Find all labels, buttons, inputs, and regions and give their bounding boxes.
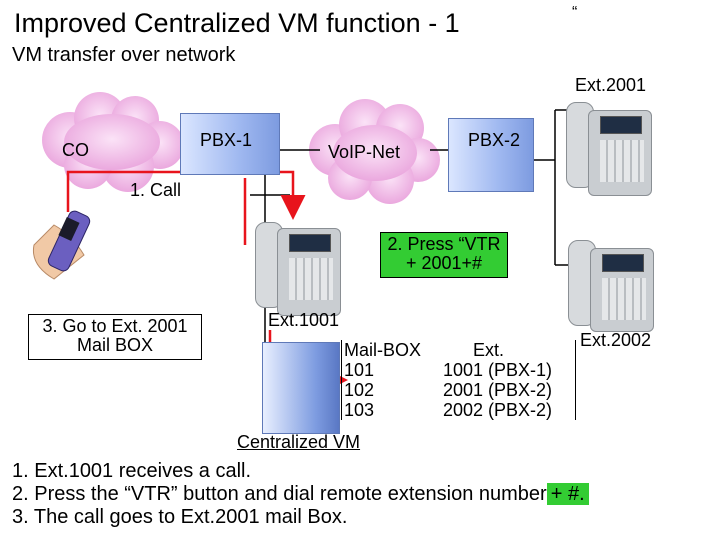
ext-cell: 2001 (PBX-2) xyxy=(443,380,553,400)
voip-cloud-icon xyxy=(309,99,440,204)
note-line-2-highlight: + #. xyxy=(546,483,589,505)
page-title: Improved Centralized VM function - 1 xyxy=(14,8,460,38)
mailbox-header: Mail-BOX xyxy=(344,340,422,360)
ext1001-label: Ext.1001 xyxy=(268,310,340,330)
ext2002-label: Ext.2002 xyxy=(580,330,652,350)
ext-cell: 1001 (PBX-1) xyxy=(443,360,553,380)
step3-line2: Mail BOX xyxy=(76,335,154,355)
mailbox-cell: 103 xyxy=(344,400,375,420)
mailbox-table xyxy=(341,340,576,420)
ext-header: Ext. xyxy=(473,340,505,360)
note-line-1: 1. Ext.1001 receives a call. xyxy=(12,460,252,482)
step2-box: 2. Press “VTR + 2001+# xyxy=(380,232,508,278)
step3-box: 3. Go to Ext. 2001 Mail BOX xyxy=(28,314,202,360)
step3-line1: 3. Go to Ext. 2001 xyxy=(42,316,188,336)
vm-server-icon xyxy=(262,342,340,434)
centralized-vm-label: Centralized VM xyxy=(237,432,361,452)
pbx1-label: PBX-1 xyxy=(200,130,253,150)
step2-line1: 2. Press “VTR xyxy=(387,234,501,254)
mailbox-cell: 102 xyxy=(344,380,375,400)
note-line-2-text: 2. Press the “VTR” button and dial remot… xyxy=(12,483,547,505)
quote-mark: “ xyxy=(572,4,578,21)
pbx2-label: PBX-2 xyxy=(468,130,521,150)
mobile-phone-icon xyxy=(32,210,91,280)
co-cloud-icon xyxy=(42,92,184,192)
notes: 1. Ext.1001 receives a call. 2. Press th… xyxy=(12,460,589,529)
co-label: CO xyxy=(62,140,89,160)
ext-column: Ext. 1001 (PBX-1) 2001 (PBX-2) 2002 (PBX… xyxy=(443,340,552,420)
note-line-2: 2. Press the “VTR” button and dial remot… xyxy=(12,483,589,506)
note-line-3: 3. The call goes to Ext.2001 mail Box. xyxy=(12,506,348,528)
ext2001-label: Ext.2001 xyxy=(575,75,647,95)
page-subtitle: VM transfer over network xyxy=(12,44,236,66)
step2-line2: + 2001+# xyxy=(405,253,483,273)
step1-label: 1. Call xyxy=(130,180,182,200)
mailbox-cell: 101 xyxy=(344,360,375,380)
voip-label: VoIP-Net xyxy=(328,142,401,162)
pbx2-unit-icon xyxy=(448,118,534,192)
ext-cell: 2002 (PBX-2) xyxy=(443,400,553,420)
mailbox-column: Mail-BOX 101 102 103 xyxy=(344,340,421,420)
pbx1-unit-icon xyxy=(180,113,280,175)
